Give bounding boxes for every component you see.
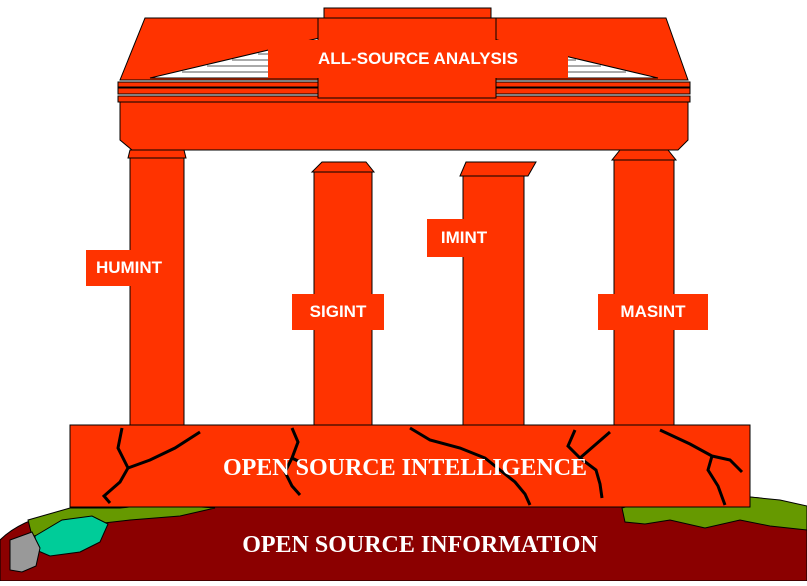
pillar-imint	[459, 161, 537, 426]
foundation-crack-1	[101, 427, 201, 504]
pillar-masint	[610, 149, 678, 426]
ground-patch-gray	[9, 531, 41, 573]
foundation-crack-4	[566, 429, 611, 499]
foundation-crack-5	[659, 428, 744, 506]
open-source-intelligence-label: OPEN SOURCE INTELLIGENCE	[222, 455, 588, 481]
ground	[0, 493, 807, 582]
open-source-information-label: OPEN SOURCE INFORMATION	[242, 532, 598, 558]
sigint-label: SIGINT	[292, 294, 384, 330]
humint-label: HUMINT	[86, 250, 172, 286]
masint-label: MASINT	[598, 294, 708, 330]
foundation	[69, 424, 751, 508]
pillar-humint	[127, 149, 187, 426]
ground-patch-teal	[34, 515, 109, 557]
foundation-crack-3	[409, 426, 532, 506]
imint-label: IMINT	[427, 219, 501, 257]
all-source-analysis-label: ALL-SOURCE ANALYSIS	[268, 40, 568, 78]
foundation-crack-2	[283, 427, 302, 496]
